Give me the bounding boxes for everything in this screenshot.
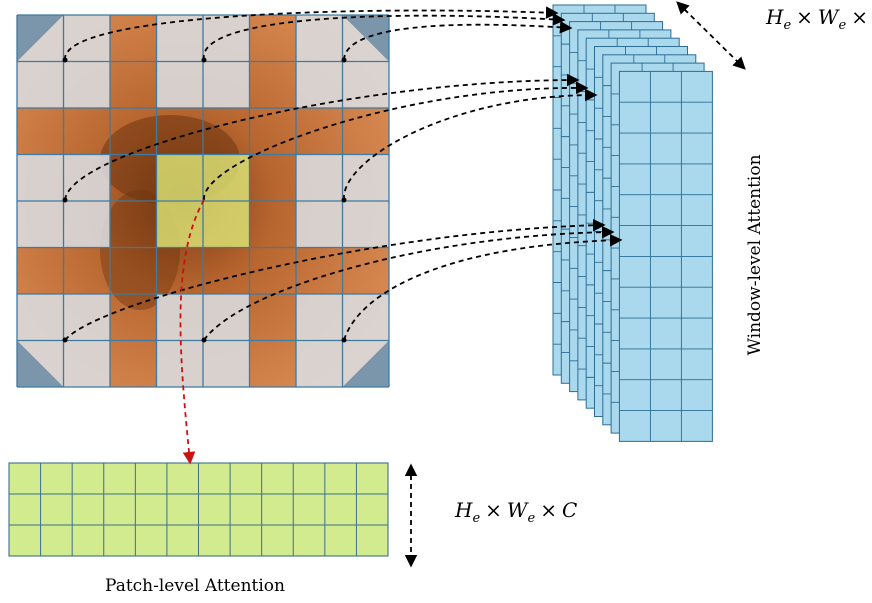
corner-mask — [17, 340, 64, 387]
window-arrow — [64, 218, 606, 341]
window-arrow — [203, 13, 566, 61]
arrow-origin-dot — [62, 337, 68, 343]
window-attention-label: Window-level Attention — [745, 154, 765, 355]
stack-layer — [618, 70, 713, 442]
window-dims-label: He×We×9C — [765, 5, 872, 33]
arrow-origin-dot — [341, 57, 347, 63]
window-arrow — [64, 73, 580, 201]
arrow-origin-dot — [201, 57, 207, 63]
window-arrow-dots — [62, 57, 347, 343]
patch-attention-label: Patch-level Attention — [105, 576, 285, 596]
window-arrow — [343, 234, 623, 341]
arrow-origin-dot — [341, 197, 347, 203]
window-arrow — [203, 225, 615, 341]
corner-mask — [342, 15, 389, 62]
window-arrow — [343, 21, 573, 61]
arrow-origin-dot — [201, 337, 207, 343]
arrow-origin-dot — [62, 197, 68, 203]
window-arrow — [343, 88, 598, 201]
arrow-origin-dot — [341, 337, 347, 343]
patch-arrow — [179, 199, 205, 465]
corner-regions — [17, 15, 389, 387]
arrow-origin-dot — [62, 57, 68, 63]
patch-dims-label: He×We×C — [454, 498, 577, 526]
window-arrows — [64, 6, 623, 341]
corner-mask — [342, 340, 389, 387]
corner-mask — [17, 15, 64, 62]
window-dims-arrow — [676, 1, 746, 70]
window-attention-stack — [552, 4, 713, 442]
window-arrow — [203, 81, 589, 201]
patch-attention-grid — [8, 462, 389, 557]
